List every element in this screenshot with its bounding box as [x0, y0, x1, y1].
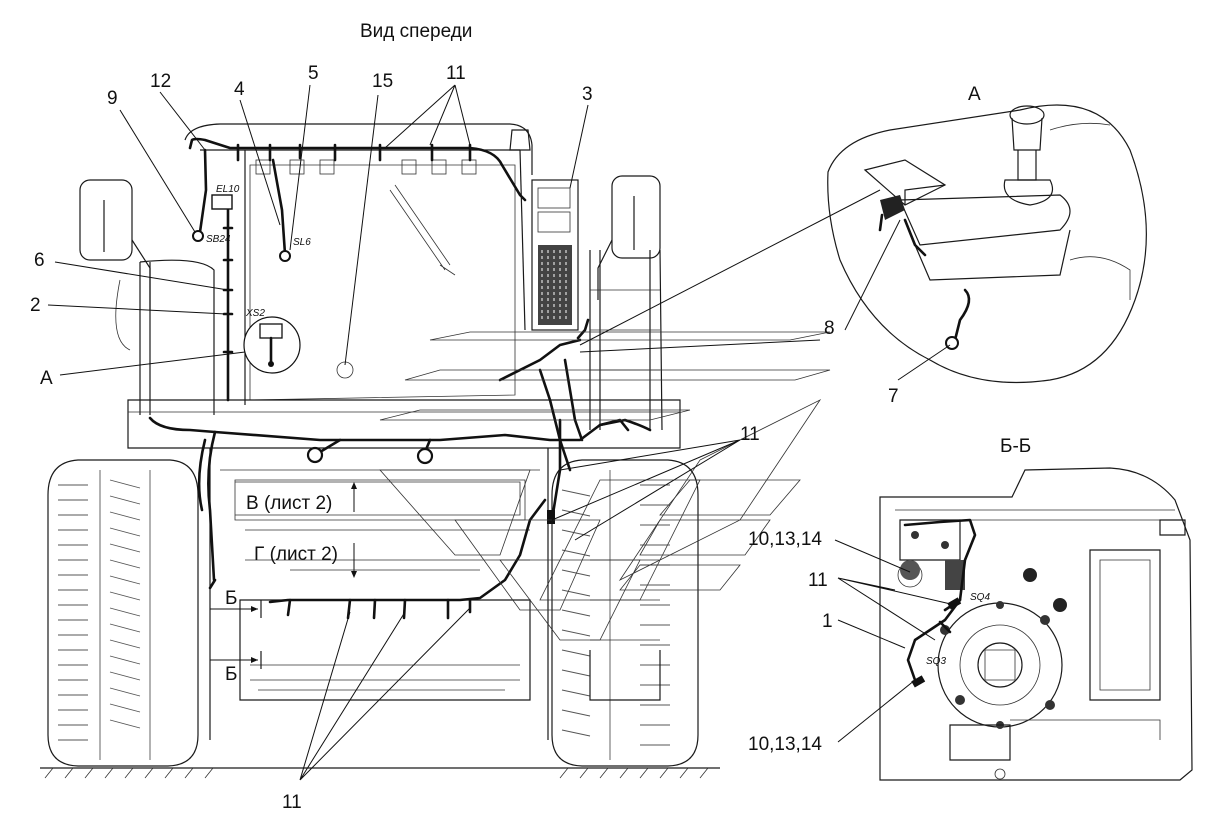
callout-11-mid: 11 [740, 424, 760, 445]
right-mirror [597, 175, 661, 300]
right-wheel [551, 459, 699, 767]
callout-10-13-14-top: 10,13,14 [748, 529, 822, 550]
callout-10-13-14-bottom: 10,13,14 [748, 734, 822, 755]
cab-body [184, 123, 533, 405]
section-hatch-graphics [379, 331, 831, 641]
tag-el10: EL10 [216, 184, 240, 195]
section-mark-bottom-label: Б [225, 664, 237, 685]
section-mark-top-label: Б [225, 588, 237, 609]
section-mark-top: Б [210, 588, 262, 618]
lower-body [127, 361, 681, 740]
section-bb-label: Б-Б [1000, 436, 1031, 457]
tag-sb24: SB24 [206, 234, 231, 245]
callout-12: 12 [150, 71, 171, 92]
callout-3: 3 [582, 84, 593, 105]
fuse-block [531, 179, 579, 331]
sheet-reference-g: Г (лист 2) [254, 543, 480, 578]
leader-lines [47, 84, 881, 781]
ground-line [40, 767, 720, 779]
tag-sq3: SQ3 [926, 656, 946, 667]
section-mark-bottom: Б [210, 651, 262, 685]
callout-1: 1 [822, 611, 833, 632]
view-a-detail: А [827, 84, 1147, 384]
callout-a: А [40, 368, 53, 389]
view-a-label: А [968, 84, 981, 105]
callout-11-bottom: 11 [282, 792, 302, 813]
sheet-ref-g-label: Г (лист 2) [254, 544, 338, 565]
callout-8: 8 [824, 318, 835, 339]
tag-xs2: XS2 [245, 308, 265, 319]
section-bb-detail: Б-Б SQ4 SQ3 [834, 436, 1193, 781]
callout-11-section: 11 [808, 570, 828, 591]
callout-11-top: 11 [446, 63, 466, 84]
left-handrail [115, 259, 215, 415]
sheet-reference-v: В (лист 2) [235, 481, 521, 516]
view-title: Вид спереди [360, 21, 472, 42]
sheet-ref-v-label: В (лист 2) [246, 493, 332, 514]
callout-4: 4 [234, 79, 245, 100]
tag-sl6: SL6 [293, 237, 311, 248]
wiring-harness [148, 137, 652, 620]
callout-7: 7 [888, 386, 899, 407]
left-wheel [47, 459, 199, 767]
callout-6: 6 [34, 250, 45, 271]
callout-5: 5 [308, 63, 319, 84]
callout-9: 9 [107, 88, 118, 109]
callout-15: 15 [372, 71, 393, 92]
right-ladder [589, 249, 663, 701]
tag-sq4: SQ4 [970, 592, 990, 603]
callout-2: 2 [30, 295, 41, 316]
